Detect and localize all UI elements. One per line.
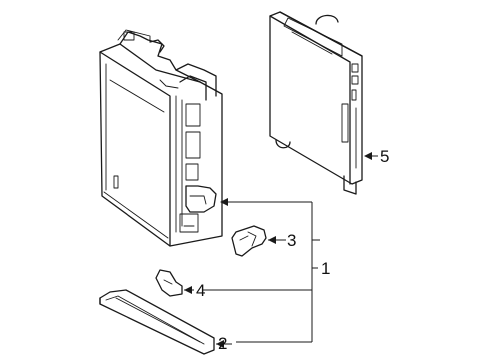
callout-2: 2 (218, 334, 227, 353)
arrow-to-cover (364, 152, 372, 160)
arrow-to-clip3 (268, 236, 276, 244)
ecu-cover (269, 11, 363, 195)
arrow-to-clip4 (184, 286, 192, 294)
tray-part-2 (99, 289, 215, 355)
callout-3: 3 (287, 231, 296, 250)
leader-lines (184, 152, 378, 348)
callout-labels: 1 2 3 4 5 (196, 147, 389, 353)
clip-part-3 (231, 225, 267, 257)
junction-block (99, 29, 223, 247)
arrow-to-tray (216, 340, 224, 348)
callout-1: 1 (321, 259, 330, 278)
callout-4: 4 (196, 281, 205, 300)
arrow-to-block (220, 198, 228, 206)
clip-part-4 (155, 269, 183, 297)
callout-5: 5 (380, 147, 389, 166)
